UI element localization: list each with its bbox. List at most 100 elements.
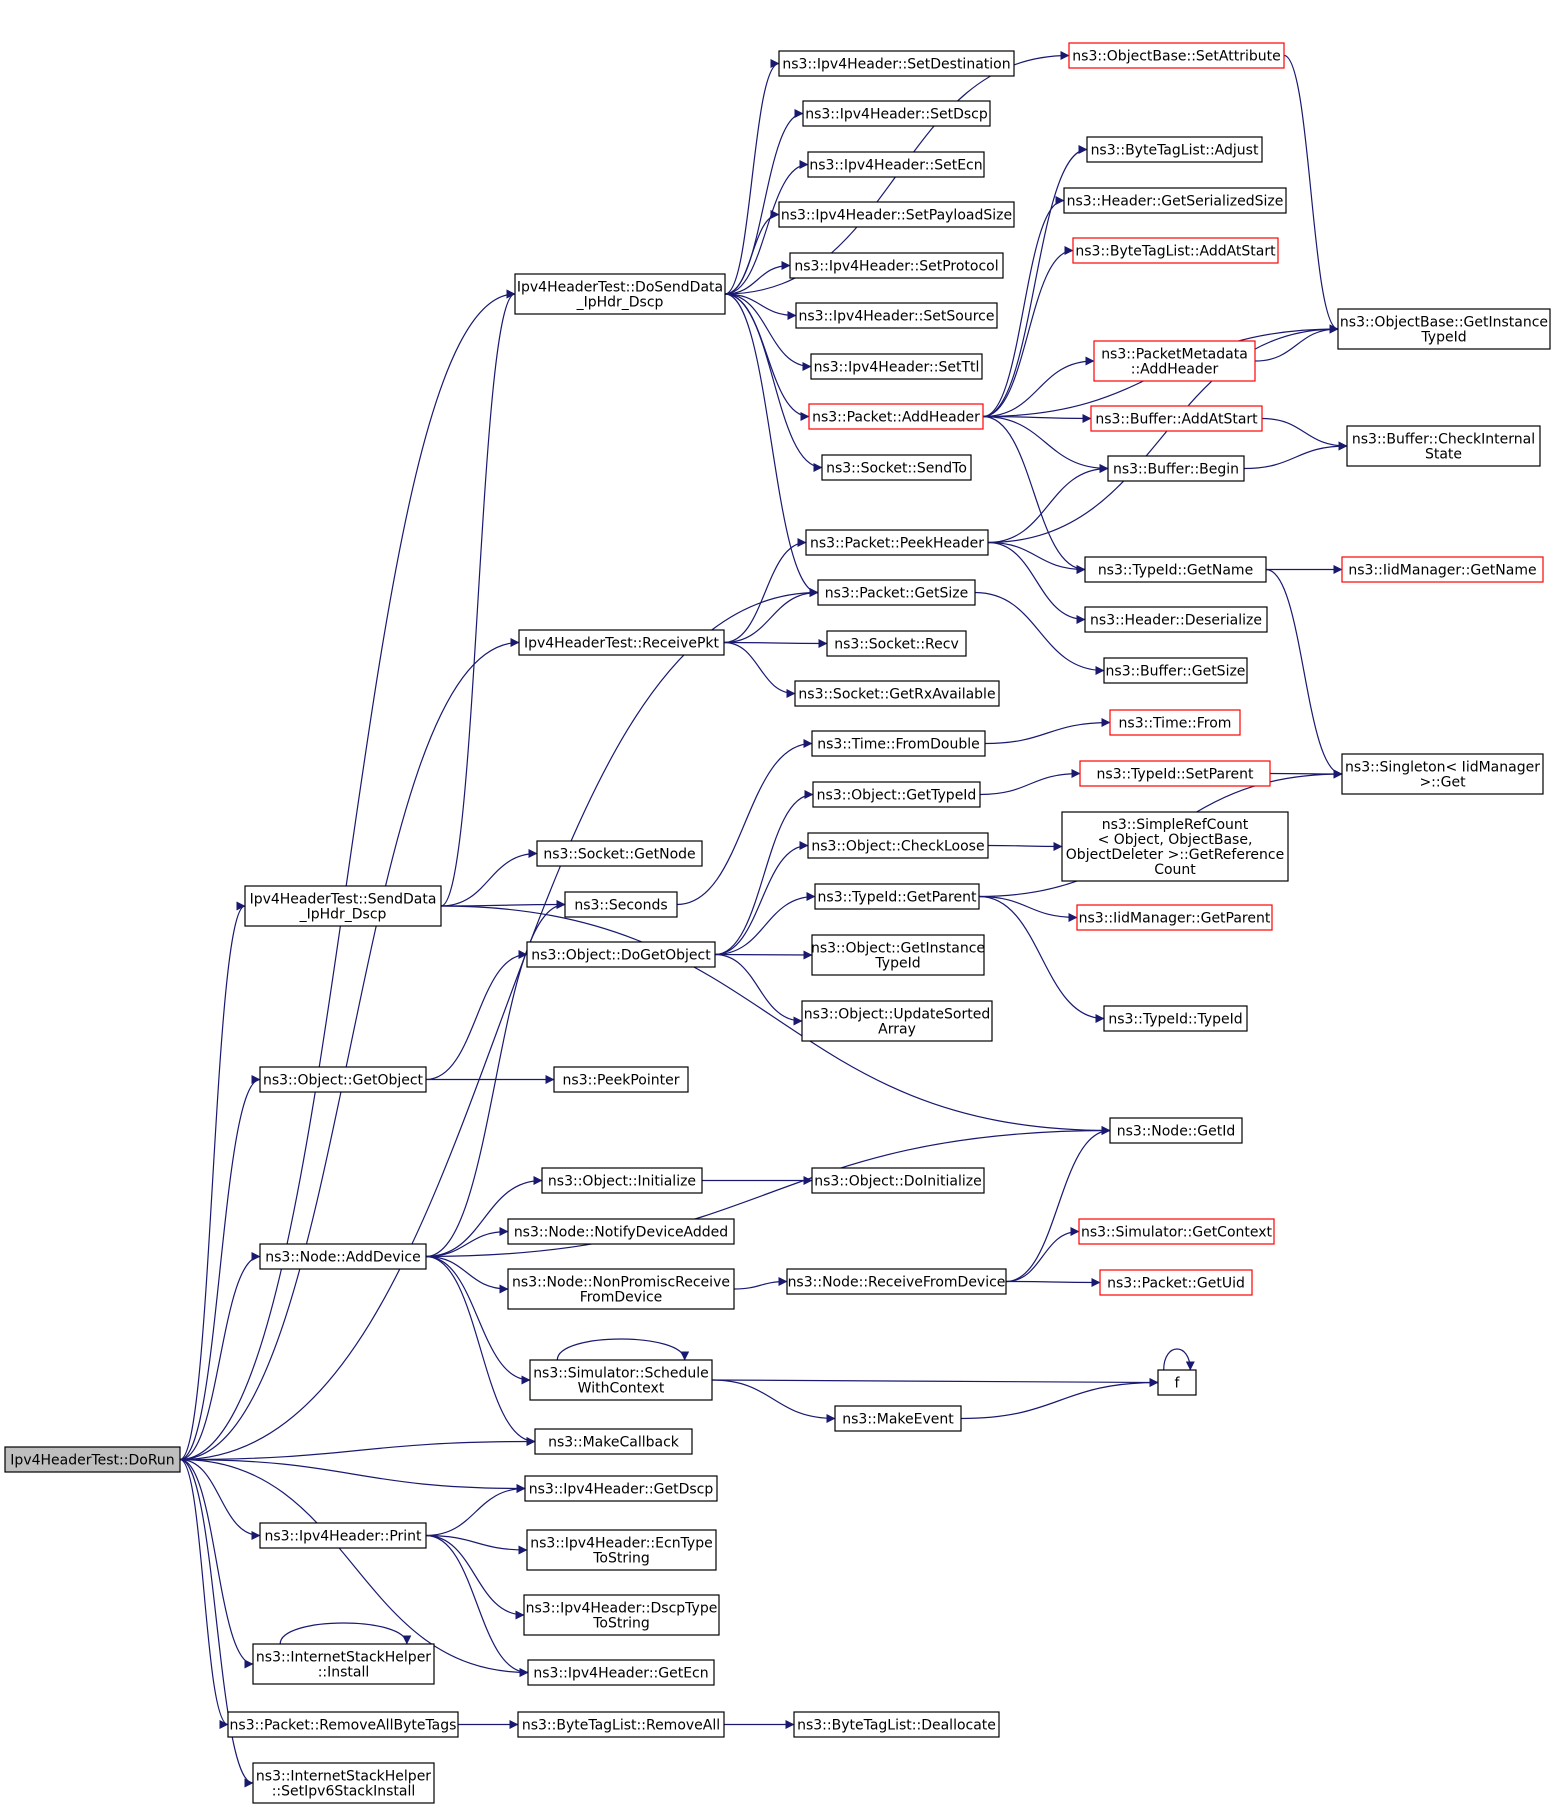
function-node[interactable]: ns3::Ipv4Header::GetEcn	[527, 1659, 715, 1686]
function-node[interactable]: ns3::Packet::GetSize	[817, 579, 976, 606]
function-node[interactable]: ns3::MakeCallback	[534, 1428, 693, 1455]
call-edge	[724, 293, 812, 371]
function-node[interactable]: ns3::ByteTagList::RemoveAll	[517, 1711, 725, 1738]
function-node[interactable]: ns3::TypeId::GetName	[1084, 556, 1267, 583]
node-label: ns3::MakeEvent	[842, 1412, 954, 1428]
function-node[interactable]: ns3::Socket::GetRxAvailable	[794, 680, 1000, 707]
function-node[interactable]: ns3::Simulator::GetContext	[1078, 1218, 1275, 1245]
function-node[interactable]: ns3::ByteTagList::Adjust	[1086, 136, 1263, 163]
function-node[interactable]: ns3::TypeId::TypeId	[1103, 1005, 1248, 1032]
call-edge	[425, 1126, 1111, 1258]
function-node[interactable]: ns3::Buffer::GetSize	[1103, 657, 1248, 684]
function-node[interactable]: ns3::InternetStackHelper::SetIpv6StackIn…	[252, 1762, 435, 1804]
function-node[interactable]: ns3::Ipv4Header::SetSource	[795, 302, 998, 329]
function-node[interactable]: ns3::ByteTagList::AddAtStart	[1072, 237, 1279, 264]
function-node[interactable]: ns3::Singleton< IidManager>::Get	[1341, 753, 1544, 795]
node-label: < Object, ObjectBase,	[1098, 832, 1253, 848]
node-label: ns3::ByteTagList::RemoveAll	[522, 1718, 720, 1734]
function-node[interactable]: ns3::Ipv4Header::SetEcn	[807, 151, 985, 178]
function-node[interactable]: ns3::PacketMetadata::AddHeader	[1093, 340, 1256, 382]
call-edge	[711, 1377, 1159, 1387]
function-node[interactable]: Ipv4HeaderTest::ReceivePkt	[518, 629, 725, 656]
function-node[interactable]: ns3::Seconds	[564, 891, 678, 918]
function-node[interactable]: ns3::Ipv4Header::SetDscp	[802, 100, 991, 127]
function-node[interactable]: ns3::Packet::PeekHeader	[805, 529, 989, 556]
call-edge	[676, 739, 813, 906]
function-node[interactable]: ns3::Header::GetSerializedSize	[1063, 187, 1287, 214]
function-node[interactable]: ns3::TypeId::SetParent	[1079, 760, 1271, 787]
function-node[interactable]: ns3::SimpleRefCount< Object, ObjectBase,…	[1061, 811, 1289, 882]
function-node[interactable]: ns3::Packet::GetUid	[1099, 1269, 1253, 1296]
call-edge	[440, 905, 1111, 1135]
call-edge	[1005, 1126, 1111, 1283]
function-node[interactable]: ns3::Ipv4Header::SetProtocol	[789, 252, 1004, 279]
function-node[interactable]: ns3::Buffer::AddAtStart	[1090, 405, 1263, 432]
function-node[interactable]: ns3::MakeEvent	[834, 1405, 962, 1432]
function-node[interactable]: ns3::Ipv4Header::SetDestination	[778, 50, 1015, 77]
function-node[interactable]: Ipv4HeaderTest::DoRun	[4, 1446, 181, 1473]
function-node[interactable]: ns3::IidManager::GetParent	[1076, 904, 1273, 931]
node-box	[1099, 1269, 1253, 1296]
function-node[interactable]: ns3::Buffer::Begin	[1107, 455, 1245, 482]
node-label: ObjectDeleter >::GetReference	[1066, 847, 1284, 863]
function-node[interactable]: ns3::Header::Deserialize	[1084, 606, 1268, 633]
node-box	[4, 1446, 181, 1473]
function-node[interactable]: ns3::TypeId::GetParent	[814, 883, 980, 910]
node-label: ns3::Object::UpdateSorted	[804, 1007, 990, 1023]
call-edge	[982, 413, 1092, 423]
node-box	[244, 885, 442, 927]
node-box	[826, 630, 967, 657]
function-node[interactable]: ns3::Socket::Recv	[826, 630, 967, 657]
node-label: ns3::Buffer::CheckInternal	[1352, 432, 1535, 448]
function-node[interactable]: ns3::Socket::SendTo	[821, 454, 972, 481]
function-node[interactable]: ns3::Packet::AddHeader	[808, 403, 984, 430]
node-label: ToString	[592, 1551, 650, 1567]
node-label: ns3::Ipv4Header::SetSource	[799, 309, 995, 325]
call-edge	[179, 1458, 229, 1729]
node-label: ns3::IidManager::GetParent	[1079, 911, 1271, 927]
function-node[interactable]: ns3::Object::CheckLoose	[807, 832, 989, 859]
function-node[interactable]: ns3::ObjectBase::SetAttribute	[1068, 42, 1285, 69]
function-node[interactable]: ns3::Ipv4Header::Print	[259, 1522, 427, 1549]
function-node[interactable]: Ipv4HeaderTest::SendData_IpHdr_Dscp	[244, 885, 442, 927]
node-box	[802, 100, 991, 127]
function-node[interactable]: ns3::Node::AddDevice	[259, 1243, 427, 1270]
function-node[interactable]: ns3::Ipv4Header::SetPayloadSize	[778, 201, 1015, 228]
function-node[interactable]: ns3::Node::ReceiveFromDevice	[786, 1268, 1007, 1295]
function-node[interactable]: ns3::Node::NotifyDeviceAdded	[507, 1218, 735, 1245]
function-node[interactable]: ns3::Object::GetObject	[259, 1066, 427, 1093]
call-edge	[1243, 441, 1348, 470]
function-node[interactable]: ns3::ByteTagList::Deallocate	[793, 1711, 1000, 1738]
node-label: ::AddHeader	[1131, 362, 1219, 378]
function-node[interactable]: ns3::Time::From	[1109, 709, 1241, 736]
node-label: ns3::Time::FromDouble	[817, 737, 980, 753]
function-node[interactable]: ns3::IidManager::GetName	[1341, 556, 1544, 583]
function-node[interactable]: ns3::Ipv4Header::GetDscp	[524, 1475, 718, 1502]
function-node[interactable]: ns3::Object::GetTypeId	[812, 781, 981, 808]
function-node[interactable]: ns3::InternetStackHelper::Install	[252, 1643, 435, 1685]
function-nodes: Ipv4HeaderTest::DoRun Ipv4HeaderTest::DoS…	[4, 42, 1551, 1804]
function-node[interactable]: ns3::Socket::GetNode	[536, 840, 703, 867]
node-box	[1341, 556, 1544, 583]
call-edge	[179, 1458, 529, 1677]
function-node[interactable]: ns3::Object::DoGetObject	[526, 941, 716, 968]
function-node[interactable]: ns3::Packet::RemoveAllByteTags	[227, 1711, 459, 1738]
node-box	[1093, 340, 1256, 382]
function-node[interactable]: ns3::PeekPointer	[553, 1066, 689, 1093]
function-node[interactable]: ns3::Object::DoInitialize	[811, 1167, 985, 1194]
function-node[interactable]: f	[1157, 1369, 1197, 1396]
function-node[interactable]: ns3::Node::GetId	[1109, 1117, 1243, 1144]
function-node[interactable]: ns3::Object::Initialize	[541, 1167, 703, 1194]
function-node[interactable]: ns3::Ipv4Header::SetTtl	[810, 353, 983, 380]
node-label: FromDevice	[580, 1290, 663, 1306]
function-node[interactable]: ns3::Time::FromDouble	[811, 730, 986, 757]
function-node[interactable]: Ipv4HeaderTest::DoSendData_IpHdr_Dscp	[514, 273, 726, 315]
